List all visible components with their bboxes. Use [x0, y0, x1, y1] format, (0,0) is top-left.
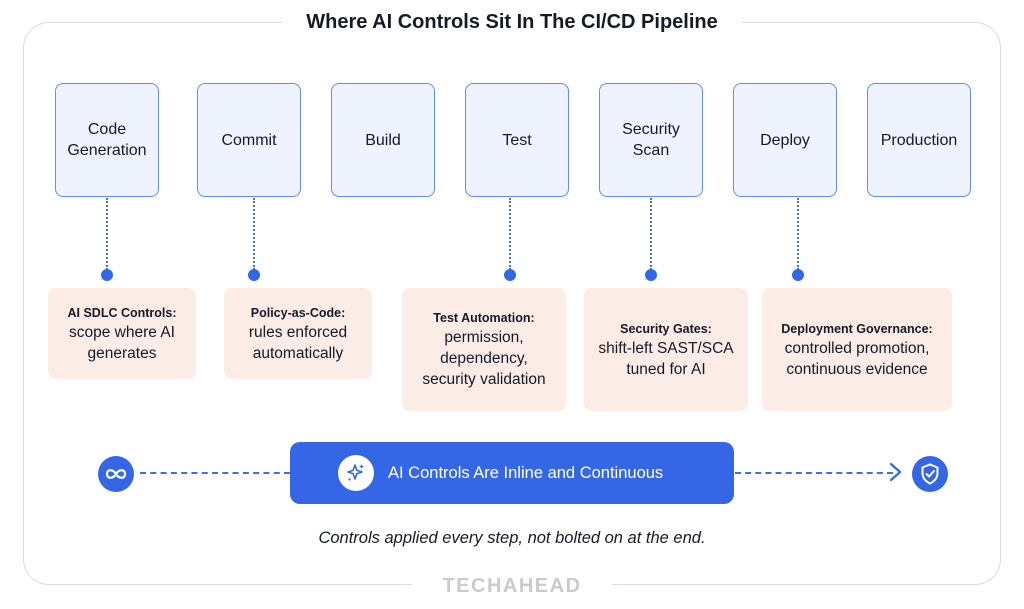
- connector-line: [650, 198, 652, 270]
- stage-deploy: Deploy: [733, 83, 837, 197]
- control-heading: AI SDLC Controls:: [67, 305, 177, 320]
- flow-line-left: [140, 472, 290, 474]
- control-security-gates: Security Gates: shift-left SAST/SCA tune…: [584, 288, 748, 411]
- control-description: permission, dependency, security validat…: [422, 329, 546, 388]
- footnote: Controls applied every step, not bolted …: [318, 529, 706, 547]
- control-test-automation: Test Automation: permission, dependency,…: [402, 288, 566, 411]
- stage-production: Production: [867, 83, 971, 197]
- connector-dot: [645, 269, 657, 281]
- control-heading: Security Gates:: [620, 321, 712, 336]
- control-policy-as-code: Policy-as-Code: rules enforced automatic…: [224, 288, 372, 379]
- stage-security-scan: Security Scan: [599, 83, 703, 197]
- control-heading: Deployment Governance:: [781, 321, 933, 336]
- control-description: controlled promotion, continuous evidenc…: [784, 339, 930, 378]
- shield-check-icon: [912, 456, 948, 492]
- control-description: scope where AI generates: [69, 323, 175, 362]
- brand-logo: TECHAHEAD: [412, 572, 612, 600]
- control-description: shift-left SAST/SCA tuned for AI: [598, 339, 734, 378]
- connector-line: [509, 198, 511, 270]
- connector-dot: [792, 269, 804, 281]
- flow-line-right: [735, 472, 893, 474]
- inline-controls-banner: AI Controls Are Inline and Continuous: [290, 442, 734, 504]
- control-heading: Policy-as-Code:: [250, 305, 346, 320]
- connector-line: [797, 198, 799, 270]
- stage-commit: Commit: [197, 83, 301, 197]
- control-description: rules enforced automatically: [248, 323, 348, 362]
- control-ai-sdlc: AI SDLC Controls: scope where AI generat…: [48, 288, 196, 379]
- arrow-head-icon: [889, 462, 902, 482]
- control-heading: Test Automation:: [433, 311, 535, 325]
- stage-test: Test: [465, 83, 569, 197]
- control-deployment-governance: Deployment Governance: controlled promot…: [762, 288, 952, 411]
- connector-dot: [248, 269, 260, 281]
- connector-line: [106, 198, 108, 270]
- infinity-icon: [98, 456, 134, 492]
- connector-dot: [504, 269, 516, 281]
- sparkle-icon: [338, 455, 374, 491]
- connector-line: [253, 198, 255, 270]
- connector-dot: [101, 269, 113, 281]
- stage-build: Build: [331, 83, 435, 197]
- banner-text: AI Controls Are Inline and Continuous: [388, 463, 664, 482]
- stage-code-generation: Code Generation: [55, 83, 159, 197]
- diagram-title: Where AI Controls Sit In The CI/CD Pipel…: [282, 8, 742, 36]
